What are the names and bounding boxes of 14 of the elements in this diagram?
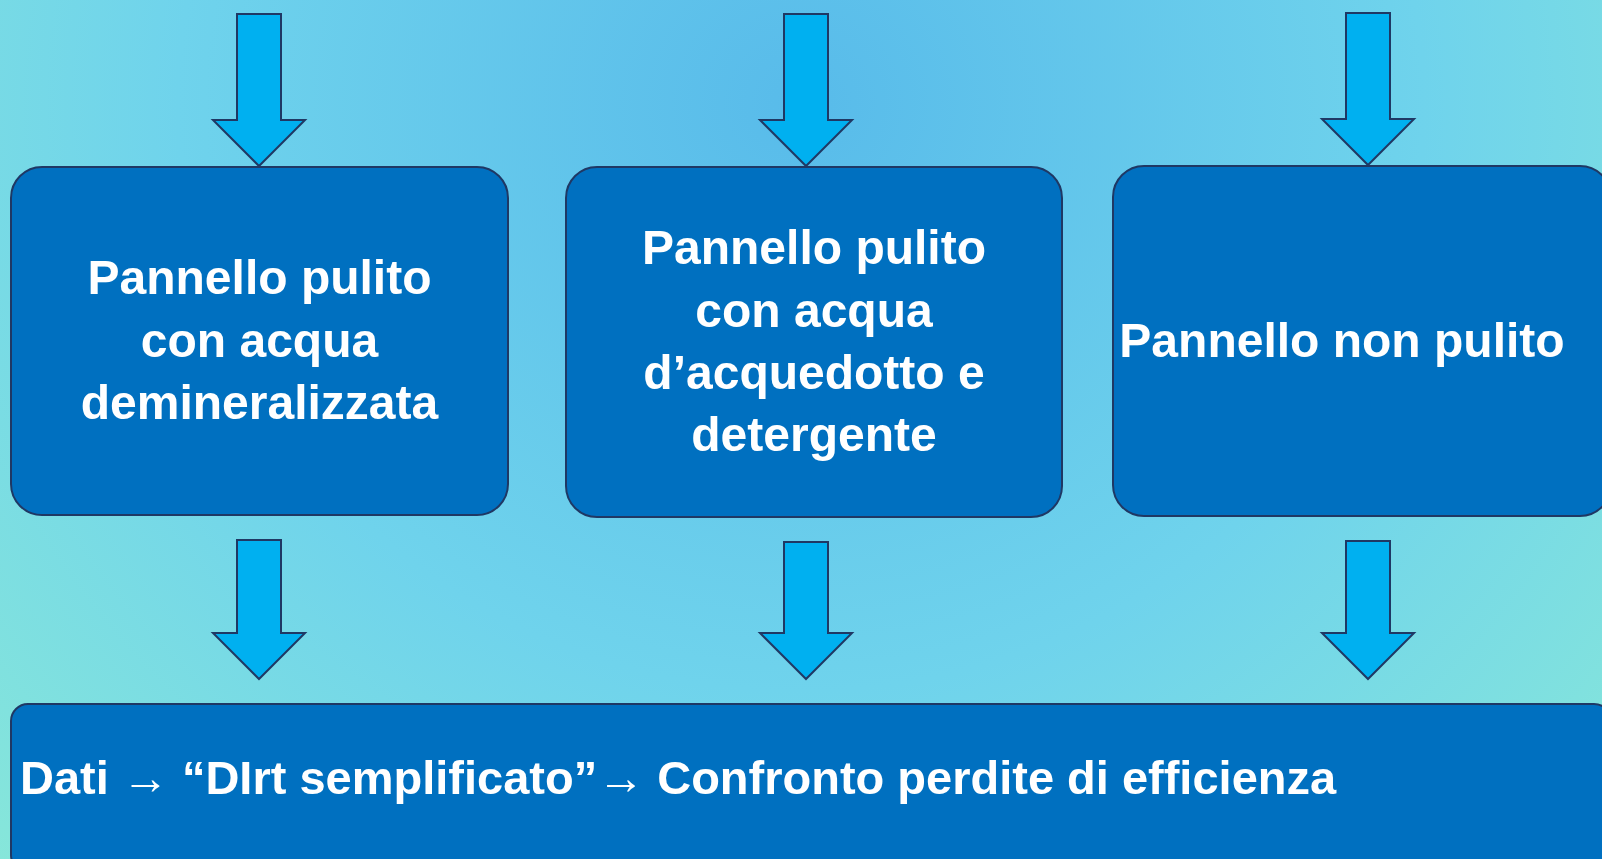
box-label: Pannello non pulito [1119,312,1565,369]
block-arrow [1319,540,1417,681]
process-box [1112,165,1602,517]
box-label: Dati → “DIrt semplificato”→ Confronto perdite di efficienza [20,750,1337,806]
block-arrow [1319,12,1417,167]
process-box [10,166,509,516]
result-box [10,703,1602,859]
block-arrow [210,539,308,681]
block-arrow [757,13,855,168]
box-label: Pannello pulito con acqua demineralizzata [79,250,440,432]
box-label: Pannello pulito con acqua d’acquedotto e detergente [641,220,987,464]
block-arrow [757,541,855,681]
block-arrow [210,13,308,168]
process-box [565,166,1063,518]
